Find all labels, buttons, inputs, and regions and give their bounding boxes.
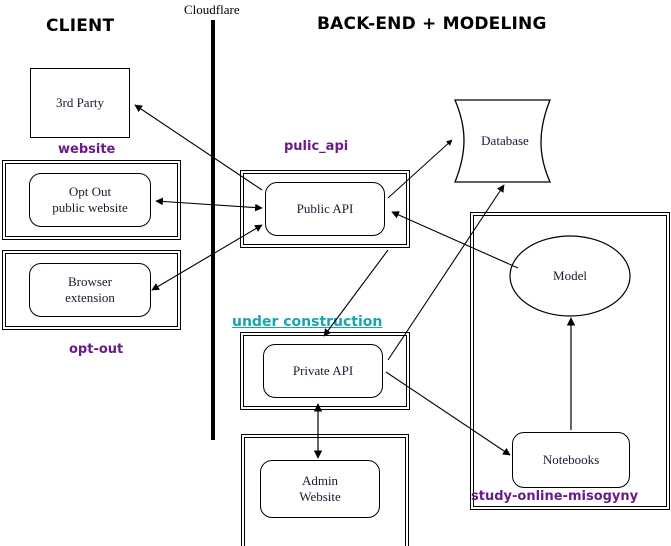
node-admin-website-line1: Admin — [301, 472, 339, 488]
node-model-label: Model — [553, 268, 587, 283]
node-admin-website: Admin Website — [260, 460, 380, 518]
group-box-admin-website — [241, 434, 409, 546]
header-backend: BACK-END + MODELING — [317, 14, 547, 34]
node-third-party: 3rd Party — [30, 68, 130, 138]
node-opt-out-line2: public website — [52, 200, 128, 215]
node-private-api-label: Private API — [292, 362, 354, 378]
header-client: CLIENT — [46, 16, 115, 36]
label-cloudflare: Cloudflare — [184, 2, 240, 17]
shape-model-ellipse — [509, 235, 631, 317]
node-opt-out-public-website: Opt Out public website — [29, 173, 151, 227]
group-label-opt-out: opt-out — [69, 342, 124, 357]
shape-database — [454, 99, 551, 183]
group-label-pulic-api: pulic_api — [284, 139, 349, 154]
node-notebooks-label: Notebooks — [542, 451, 600, 467]
node-third-party-label: 3rd Party — [55, 95, 105, 110]
node-browser-extension-line1: Browser — [67, 273, 113, 289]
node-browser-extension-line2: extension — [65, 290, 115, 305]
group-label-study: study-online-misogyny — [471, 489, 639, 504]
node-private-api: Private API — [263, 344, 383, 398]
node-public-api-label: Public API — [296, 200, 354, 216]
node-notebooks: Notebooks — [512, 432, 630, 488]
node-browser-extension: Browser extension — [29, 263, 151, 317]
group-label-website: website — [58, 142, 116, 157]
node-database-label: Database — [481, 133, 529, 148]
node-public-api: Public API — [265, 182, 385, 236]
group-box-study-online-misogyny — [470, 212, 670, 510]
node-admin-website-line2: Website — [299, 489, 341, 504]
node-opt-out-line1: Opt Out — [68, 183, 112, 199]
